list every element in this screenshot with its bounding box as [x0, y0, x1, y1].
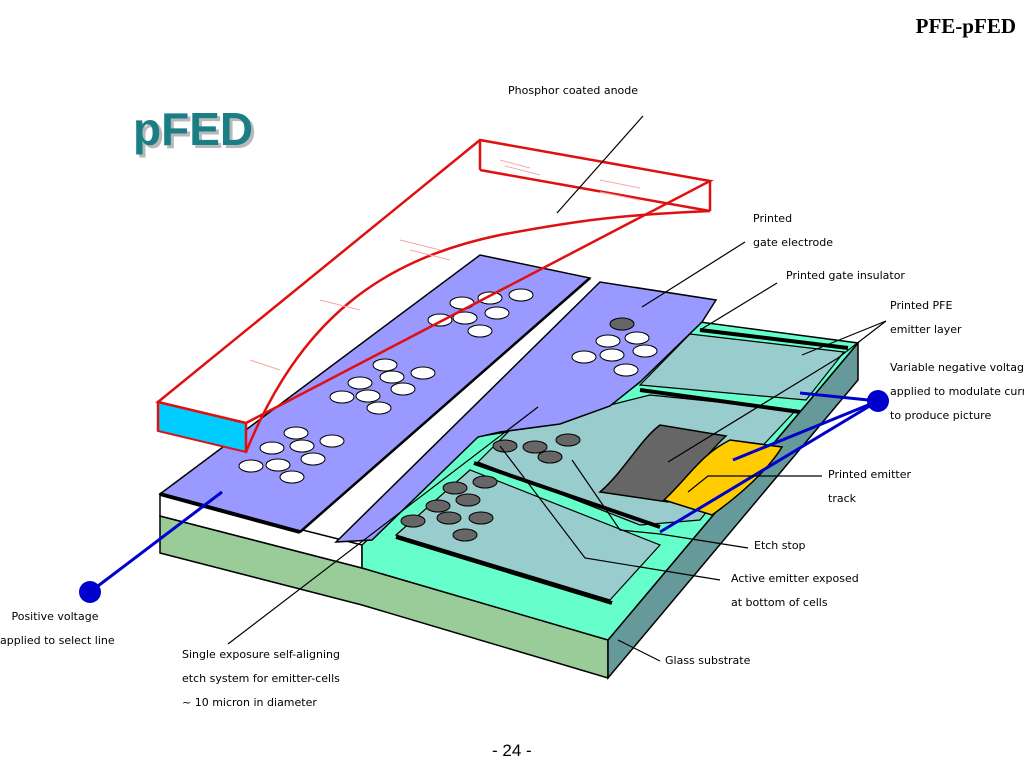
leader-lines [227, 115, 887, 662]
label-pfe-layer-line-2: emitter layer [890, 323, 962, 336]
label-emitter-track: Printed emitter track [828, 463, 911, 511]
label-etch-stop: Etch stop [754, 539, 806, 552]
label-glass-substrate: Glass substrate [665, 654, 751, 667]
label-etch-system-line-3: ~ 10 micron in diameter [182, 696, 317, 709]
label-gate-electrode-line-2: gate electrode [753, 236, 834, 249]
label-active-emitter-line-1: Active emitter exposed [731, 572, 859, 585]
label-positive-voltage-line-1: Positive voltage [11, 610, 99, 623]
label-variable-voltage-line-2: applied to modulate current [890, 385, 1024, 398]
label-gate-electrode-line-1: Printed [753, 212, 793, 225]
label-positive-voltage-line-2: applied to select line [0, 634, 115, 647]
label-variable-voltage-line-3: to produce picture [890, 409, 992, 422]
label-gate-insulator: Printed gate insulator [786, 269, 905, 282]
label-variable-voltage: Variable negative voltage applied to mod… [890, 356, 1024, 428]
label-emitter-track-line-1: Printed emitter [828, 468, 912, 481]
label-etch-system-line-1: Single exposure self-aligning [182, 648, 340, 661]
slide-title: pFED [133, 103, 254, 155]
label-pfe-layer: Printed PFE emitter layer [890, 294, 962, 342]
label-etch-system-line-2: etch system for emitter-cells [182, 672, 340, 685]
page-number: - 24 - [492, 741, 532, 760]
label-variable-voltage-line-1: Variable negative voltage [890, 361, 1024, 374]
label-phosphor-anode: Phosphor coated anode [508, 84, 639, 97]
phosphor-anode [155, 138, 714, 454]
connectors [79, 390, 889, 603]
slide-header-title: PFE-pFED [915, 14, 1016, 38]
label-gate-electrode: Printed gate electrode [753, 207, 833, 255]
label-active-emitter-line-2: at bottom of cells [731, 596, 828, 609]
emitter-block [361, 321, 860, 641]
label-etch-system: Single exposure self-aligning etch syste… [182, 643, 340, 715]
gate-electrodes [158, 254, 718, 543]
label-active-emitter: Active emitter exposed at bottom of cell… [731, 567, 859, 615]
label-emitter-track-line-2: track [828, 492, 856, 505]
label-positive-voltage: Positive voltage applied to select line [0, 605, 115, 653]
label-pfe-layer-line-1: Printed PFE [890, 299, 953, 312]
